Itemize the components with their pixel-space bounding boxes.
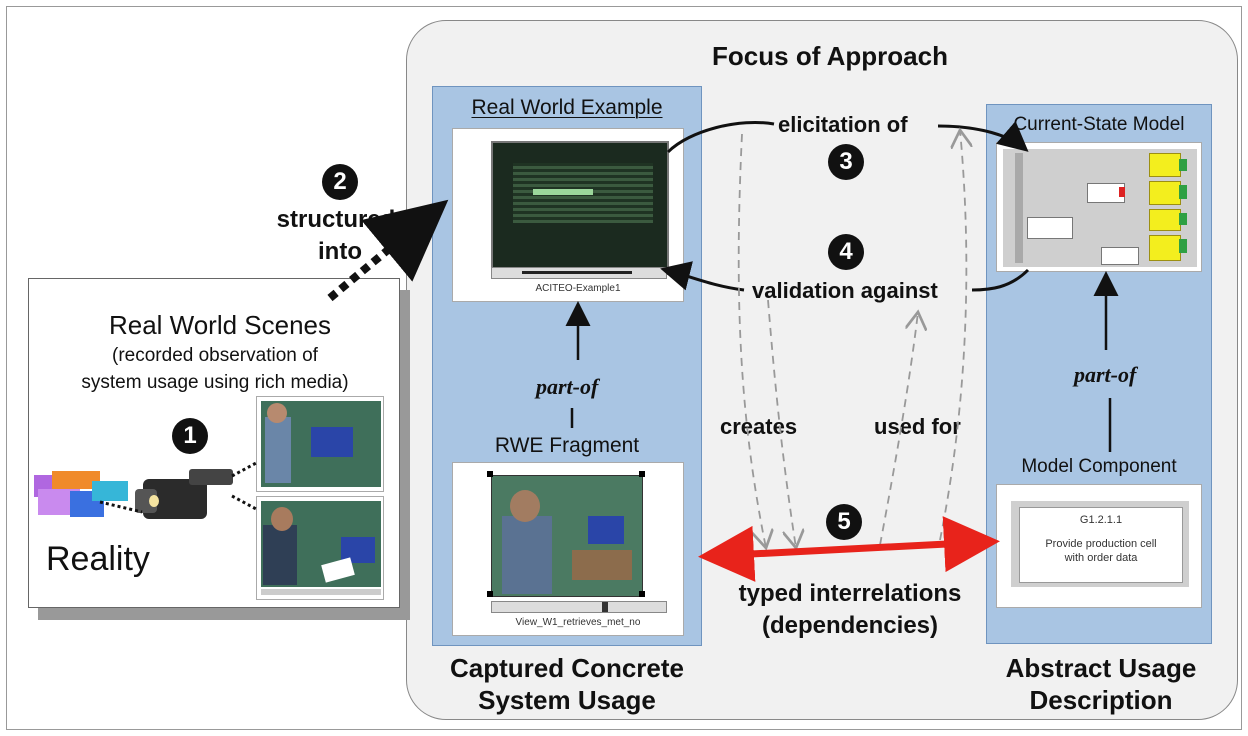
- creates-arrow-1: [737, 133, 766, 548]
- rwe-fragment-title: RWE Fragment: [494, 434, 640, 457]
- reality-subtitle-1: (recorded observation of: [112, 345, 318, 366]
- used-for-arrow-1: [879, 312, 918, 546]
- reality-camera-link-2: [231, 494, 259, 512]
- current-state-model-title: Current-State Model: [1013, 114, 1185, 135]
- reality-title: Real World Scenes: [108, 310, 332, 340]
- captured-concrete-label-2: System Usage: [478, 685, 656, 715]
- used-for-label: used for: [874, 414, 961, 439]
- video-camera-icon: [135, 465, 235, 535]
- focus-title: Focus of Approach: [712, 41, 948, 71]
- creates-label: creates: [720, 414, 798, 439]
- scene-photo-1: [256, 396, 384, 492]
- captured-concrete-label-1: Captured Concrete: [449, 653, 685, 683]
- validation-arrow: [666, 270, 1030, 290]
- example-player-bar: [491, 267, 667, 279]
- reality-label: Reality: [46, 540, 150, 578]
- validation-label: validation against: [752, 278, 938, 303]
- fragment-video-frame: [491, 475, 643, 597]
- elicitation-label: elicitation of: [778, 112, 908, 137]
- real-world-example-title: Real World Example: [471, 96, 663, 119]
- left-part-of-label: part-of: [536, 374, 599, 399]
- example-caption: ACITEO-Example1: [535, 283, 621, 294]
- model-component-card: G1.2.1.1 Provide production cell with or…: [996, 484, 1202, 608]
- typed-interrelations-label: typed interrelations: [738, 580, 962, 607]
- elicitation-arrow: [666, 122, 1024, 152]
- component-id: G1.2.1.1: [1079, 514, 1123, 526]
- rwe-fragment-card: View_W1_retrieves_met_no: [452, 462, 684, 636]
- component-text-1: Provide production cell: [1045, 538, 1157, 550]
- reality-subtitle-2: system usage using rich media): [81, 372, 349, 393]
- fragment-caption: View_W1_retrieves_met_no: [515, 617, 641, 628]
- fragment-player-bar: [491, 601, 667, 613]
- into-label: into: [318, 238, 362, 265]
- used-for-arrow-2: [939, 130, 966, 541]
- component-text-2: with order data: [1064, 552, 1138, 564]
- abstract-usage-label-1: Abstract Usage: [1005, 653, 1197, 683]
- model-component-box: G1.2.1.1 Provide production cell with or…: [1019, 507, 1183, 583]
- step-1-marker: 1: [172, 418, 208, 454]
- shapes-camera-link: [99, 500, 143, 514]
- step-4-marker: 4: [828, 234, 864, 270]
- creates-arrow-2: [767, 299, 796, 548]
- dependencies-label: (dependencies): [761, 612, 939, 639]
- typed-interrelations-arrow: [698, 516, 1000, 582]
- reality-camera-link-1: [231, 460, 259, 478]
- outer-frame: [6, 6, 1242, 730]
- right-part-of-label: part-of: [1074, 362, 1137, 387]
- scene-photo-2: [256, 496, 384, 600]
- model-component-title: Model Component: [1021, 456, 1177, 477]
- step-2-marker: 2: [322, 164, 358, 200]
- colored-shapes: [28, 465, 138, 525]
- abstract-usage-label-2: Description: [1029, 685, 1173, 715]
- step-3-marker: 3: [828, 144, 864, 180]
- structured-into-arrow: [327, 199, 449, 302]
